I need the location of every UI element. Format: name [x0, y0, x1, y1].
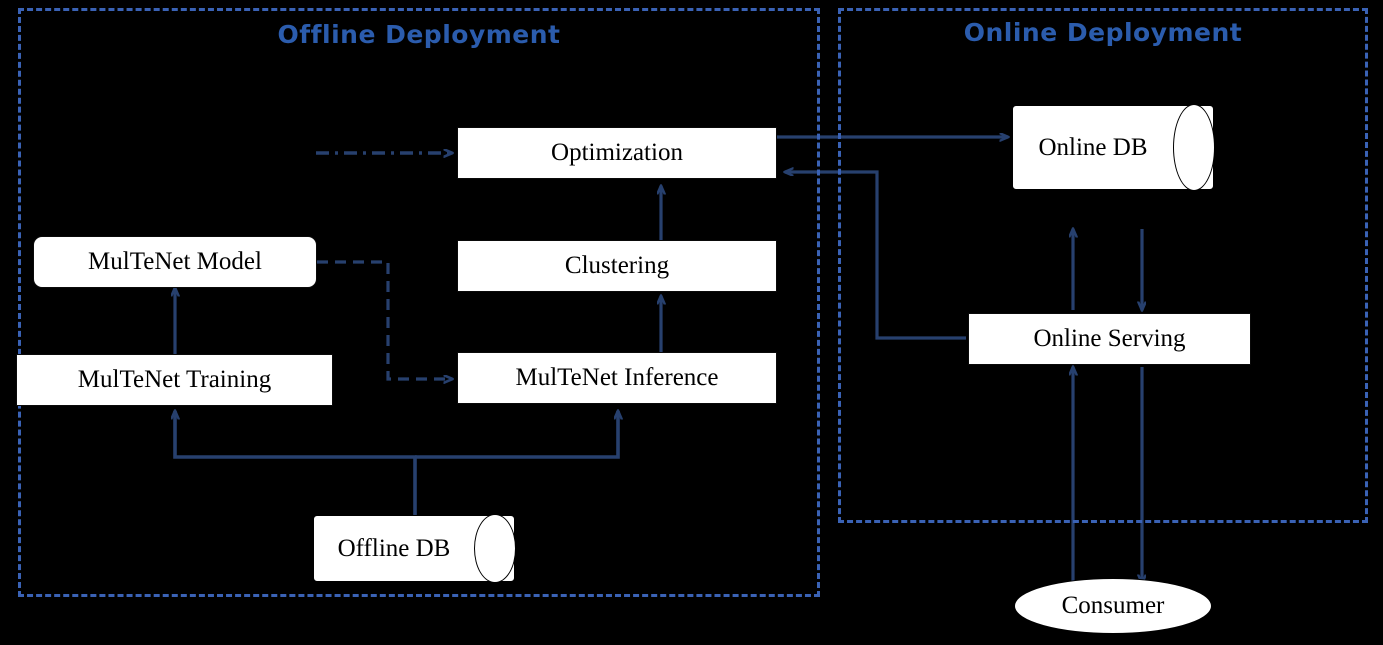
node-optimization-label: Optimization: [551, 139, 683, 166]
online-deployment-region: [838, 8, 1368, 523]
node-multenet-inference[interactable]: MulTeNet Inference: [457, 352, 777, 404]
node-multenet-inference-label: MulTeNet Inference: [515, 364, 719, 391]
node-clustering[interactable]: Clustering: [457, 240, 777, 292]
online-db-cap: [1173, 104, 1215, 191]
node-offline-db[interactable]: Offline DB: [313, 514, 516, 583]
node-online-serving[interactable]: Online Serving: [968, 313, 1251, 365]
offline-deployment-region: [18, 8, 820, 597]
node-multenet-training[interactable]: MulTeNet Training: [16, 354, 333, 406]
node-multenet-model-label: MulTeNet Model: [88, 248, 262, 275]
node-optimization[interactable]: Optimization: [457, 127, 777, 179]
node-consumer[interactable]: Consumer: [1014, 578, 1212, 634]
node-consumer-label: Consumer: [1061, 592, 1165, 619]
offline-deployment-title: Offline Deployment: [277, 20, 561, 49]
offline-db-cap: [474, 514, 516, 583]
node-online-serving-label: Online Serving: [1033, 325, 1186, 352]
node-online-db-label: Online DB: [1038, 133, 1148, 161]
node-multenet-model[interactable]: MulTeNet Model: [33, 236, 317, 288]
online-deployment-title: Online Deployment: [963, 18, 1243, 47]
node-online-db[interactable]: Online DB: [1012, 104, 1215, 191]
node-multenet-training-label: MulTeNet Training: [77, 366, 272, 393]
node-offline-db-label: Offline DB: [337, 534, 451, 562]
node-clustering-label: Clustering: [564, 252, 670, 279]
